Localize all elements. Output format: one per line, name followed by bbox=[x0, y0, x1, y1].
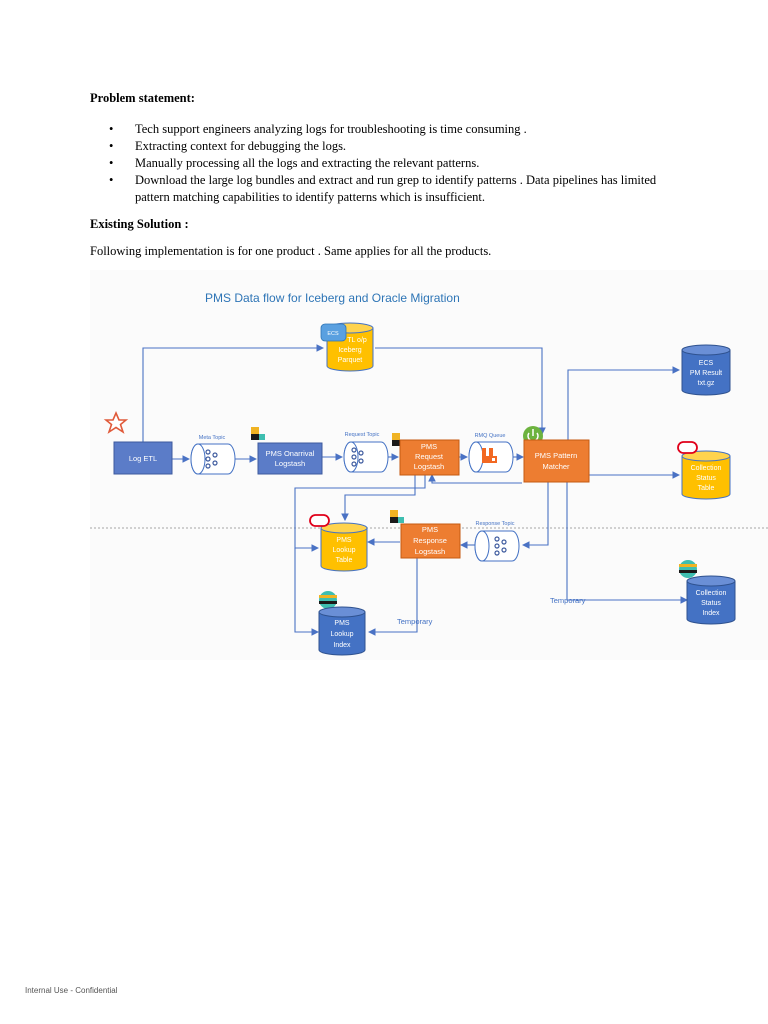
problem-list: Tech support engineers analyzing logs fo… bbox=[90, 121, 690, 206]
problem-bullet-4: Download the large log bundles and extra… bbox=[109, 172, 690, 206]
kafka-icon bbox=[351, 447, 364, 467]
ecs-label-2: PM Result bbox=[690, 370, 722, 377]
cst-label-1: Collection bbox=[691, 465, 722, 472]
star-icon bbox=[103, 410, 129, 434]
request-label-1: PMS bbox=[421, 442, 437, 451]
response-label-3: Logstash bbox=[415, 547, 445, 556]
ecs-result-cylinder: ECS PM Result txt.gz bbox=[681, 344, 731, 396]
lookup-index-cylinder: PMS Lookup Index bbox=[318, 591, 366, 656]
lookup-table-cylinder: PMS Lookup Table bbox=[309, 514, 368, 572]
log-etl-label: Log ETL bbox=[129, 454, 157, 463]
cst-label-2: Status bbox=[696, 475, 716, 482]
meta-topic-queue: Meta Topic bbox=[190, 435, 236, 475]
cst-label-3: Table bbox=[698, 485, 715, 492]
document-body: Problem statement: Tech support engineer… bbox=[90, 90, 690, 260]
kafka-icon bbox=[494, 536, 507, 556]
elastic-icon bbox=[390, 510, 404, 523]
request-logstash-box: PMS Request Logstash bbox=[392, 433, 460, 476]
iceberg-label-2: Iceberg bbox=[338, 347, 361, 354]
matcher-label-2: Matcher bbox=[542, 462, 570, 471]
response-topic-label: Response Topic bbox=[475, 521, 514, 527]
response-topic-queue: Response Topic bbox=[474, 521, 520, 562]
iceberg-label-3: Parquet bbox=[338, 357, 363, 364]
elastic-icon bbox=[679, 560, 697, 578]
existing-heading: Existing Solution : bbox=[90, 217, 189, 231]
rmq-queue: RMQ Queue bbox=[468, 433, 514, 473]
csi-label-3: Index bbox=[702, 610, 720, 617]
diagram-title: PMS Data flow for Iceberg and Oracle Mig… bbox=[205, 291, 460, 305]
iceberg-label-1: TL o/p bbox=[347, 337, 367, 344]
footer-classification: Internal Use - Confidential bbox=[25, 986, 118, 995]
request-label-2: Request bbox=[415, 452, 444, 461]
oracle-icon bbox=[677, 441, 698, 454]
lookup-table-label-2: Lookup bbox=[333, 547, 356, 554]
meta-topic-label: Meta Topic bbox=[199, 435, 226, 441]
collection-status-index-cylinder: Collection Status Index bbox=[679, 560, 736, 625]
problem-bullet-2: Extracting context for debugging the log… bbox=[109, 138, 690, 155]
lookup-table-label-3: Table bbox=[336, 557, 353, 564]
lookup-table-label-1: PMS bbox=[336, 537, 352, 544]
request-label-3: Logstash bbox=[414, 462, 444, 471]
iceberg-parquet-cylinder: ECS TL o/p Iceberg Parquet bbox=[320, 322, 374, 372]
response-label-1: PMS bbox=[422, 525, 438, 534]
request-topic-queue: Request Topic bbox=[343, 432, 389, 473]
onarrival-label-2: Logstash bbox=[275, 459, 305, 468]
csi-label-2: Status bbox=[701, 600, 721, 607]
temporary-label-2: Temporary bbox=[397, 617, 433, 626]
ecs-badge: ECS bbox=[327, 331, 339, 337]
lookup-index-label-3: Index bbox=[333, 642, 351, 649]
pattern-matcher-box: PMS Pattern Matcher bbox=[523, 426, 590, 483]
matcher-label-1: PMS Pattern bbox=[535, 451, 578, 460]
onarrival-logstash-box: PMS Onarrival Logstash bbox=[251, 427, 323, 475]
problem-heading: Problem statement: bbox=[90, 91, 195, 105]
lookup-index-label-2: Lookup bbox=[331, 631, 354, 638]
connectors bbox=[142, 344, 689, 636]
temporary-label-1: Temporary bbox=[550, 596, 586, 605]
cloud-icon: ECS bbox=[320, 323, 347, 342]
rmq-queue-label: RMQ Queue bbox=[475, 433, 506, 439]
response-label-2: Response bbox=[413, 536, 447, 545]
elastic-icon bbox=[319, 591, 337, 609]
request-topic-label: Request Topic bbox=[345, 432, 380, 438]
kafka-icon bbox=[205, 449, 218, 469]
problem-bullet-3: Manually processing all the logs and ext… bbox=[109, 155, 690, 172]
response-logstash-box: PMS Response Logstash bbox=[390, 510, 461, 559]
csi-label-1: Collection bbox=[696, 590, 727, 597]
ecs-label-3: txt.gz bbox=[698, 380, 715, 387]
rabbitmq-icon bbox=[482, 448, 497, 463]
lookup-index-label-1: PMS bbox=[334, 620, 350, 627]
onarrival-label-1: PMS Onarrival bbox=[266, 449, 315, 458]
data-flow-diagram: PMS Data flow for Iceberg and Oracle Mig… bbox=[90, 270, 768, 660]
collection-status-table-cylinder: Collection Status Table bbox=[677, 441, 731, 500]
problem-bullet-1: Tech support engineers analyzing logs fo… bbox=[109, 121, 690, 138]
existing-paragraph: Following implementation is for one prod… bbox=[90, 244, 492, 258]
oracle-icon bbox=[309, 514, 330, 527]
ecs-label-1: ECS bbox=[699, 360, 714, 367]
elastic-icon bbox=[251, 427, 265, 440]
log-etl-box: Log ETL bbox=[113, 441, 173, 475]
